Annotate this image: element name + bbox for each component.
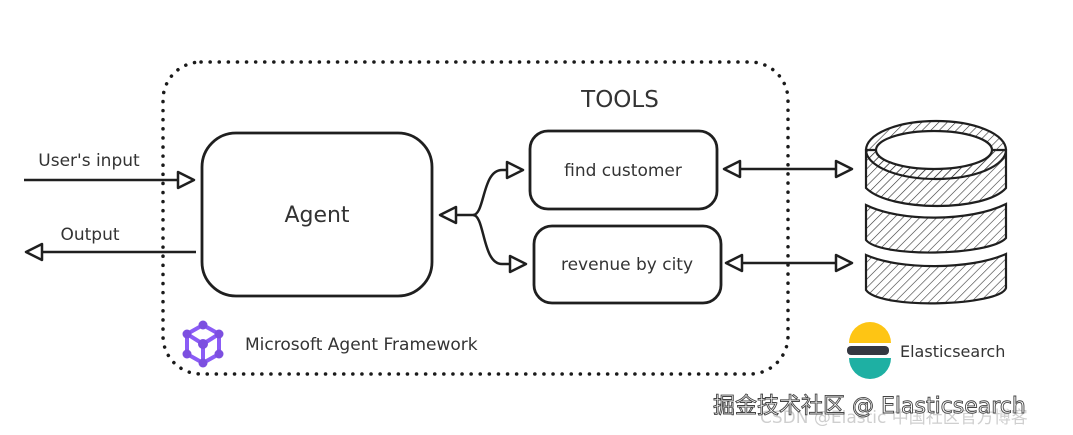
watermark-juejin: 掘金技术社区 @ Elasticsearch (713, 394, 1026, 419)
database-cylinder-icon (864, 119, 1008, 305)
microsoft-agent-framework-logo-icon (182, 320, 224, 368)
tool-node-revenue-by-city: revenue by city (532, 224, 723, 305)
tool-node-find-customer: find customer (528, 129, 719, 211)
agent-label: Agent (284, 203, 349, 228)
output-label: Output (60, 225, 119, 245)
agent-tools-connector (438, 160, 528, 274)
revenue-db-arrow (724, 253, 854, 273)
user-input-label: User's input (38, 151, 140, 171)
framework-label: Microsoft Agent Framework (245, 335, 478, 355)
elasticsearch-logo-icon (847, 322, 891, 379)
user-input-arrow (24, 170, 196, 190)
framework-boundary (161, 60, 790, 376)
tools-title: TOOLS (580, 87, 659, 113)
tool-label: revenue by city (561, 255, 693, 275)
watermark-csdn: CSDN @Elastic 中国社区官方博客 (760, 408, 1028, 428)
output-arrow (24, 242, 196, 262)
find-customer-db-arrow (722, 159, 854, 179)
agent-node: Agent (200, 131, 434, 298)
tool-label: find customer (564, 161, 682, 181)
datastore-label: Elasticsearch (900, 342, 1005, 361)
